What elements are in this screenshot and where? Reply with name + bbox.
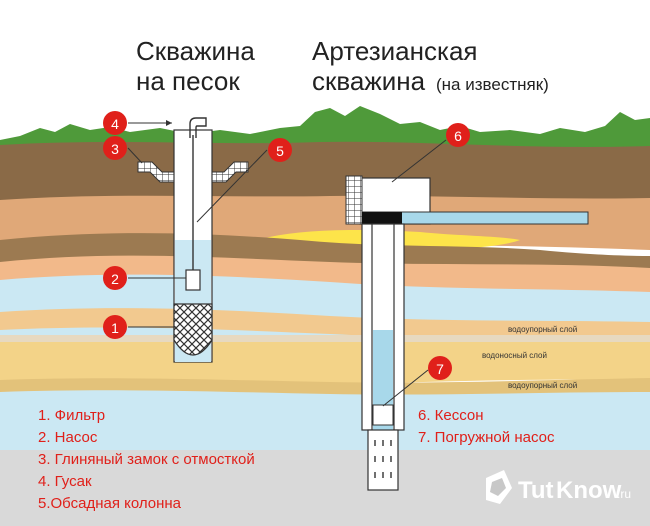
leader-5 <box>196 149 268 223</box>
wrench-icon <box>490 478 506 496</box>
logo-brand-main: Tut <box>518 477 554 504</box>
layer-label-aquifer: водоносный слой <box>482 351 547 360</box>
layer-label-aquiclude-top: водоупорный слой <box>508 325 577 334</box>
legend-right-7: 7. Погружной насос <box>418 429 555 446</box>
gooseneck <box>189 117 207 138</box>
marker-1: 1 <box>103 315 127 339</box>
legend-left-5: 5.Обсадная колонна <box>38 495 182 512</box>
leader-3 <box>127 147 143 164</box>
svg-text:1: 1 <box>111 320 119 336</box>
pump <box>185 269 201 291</box>
logo-brand-accent: Know <box>556 477 622 504</box>
svg-text:5: 5 <box>276 143 284 159</box>
filter-mesh <box>173 303 213 356</box>
marker-4: 4 <box>103 111 127 135</box>
svg-text:2: 2 <box>111 271 119 287</box>
tutknow-logo-icon <box>486 470 512 504</box>
logo-brand-suffix: .ru <box>617 487 631 501</box>
artesian-well <box>345 175 589 491</box>
aquifer-layer <box>0 342 650 385</box>
bedrock-layer <box>0 450 650 526</box>
sand-well-title-line2: на песок <box>136 66 240 96</box>
submersible-pump <box>372 404 394 426</box>
legend-left-3: 3. Глиняный замок с отмосткой <box>38 451 255 468</box>
svg-text:7: 7 <box>436 361 444 377</box>
aquiclude-top-band <box>0 335 650 343</box>
svg-text:3: 3 <box>111 141 119 157</box>
arrow-4 <box>166 120 172 126</box>
outlet-pipe-dark <box>362 212 402 224</box>
svg-text:6: 6 <box>454 128 462 144</box>
topsoil-layer <box>0 141 650 209</box>
artesian-title-suffix: (на известняк) <box>436 75 549 94</box>
marker-7: 7 <box>428 356 452 380</box>
marker-6: 6 <box>446 123 470 147</box>
layer-label-aquiclude-bottom: водоупорный слой <box>508 381 577 390</box>
lower-water-layer <box>0 390 650 450</box>
caisson-wall <box>345 175 363 225</box>
leader-7 <box>382 369 429 407</box>
legend-left-1: 1. Фильтр <box>38 407 105 424</box>
sand-well-title-line1: Скважина <box>136 36 255 66</box>
svg-text:4: 4 <box>111 116 119 132</box>
screen-slots <box>374 440 392 478</box>
marker-2: 2 <box>103 266 127 290</box>
artesian-title-line2: скважина <box>312 66 426 96</box>
artesian-title-line1: Артезианская <box>312 36 477 66</box>
leader-6 <box>391 139 447 183</box>
legend-right-6: 6. Кессон <box>418 407 484 424</box>
legend-left-4: 4. Гусак <box>38 473 92 490</box>
legend-left-2: 2. Насос <box>38 429 98 446</box>
sand-well <box>137 117 249 363</box>
tutknow-logo: Tut Know .ru <box>486 470 631 504</box>
marker-5: 5 <box>268 138 292 162</box>
marker-3: 3 <box>103 136 127 160</box>
